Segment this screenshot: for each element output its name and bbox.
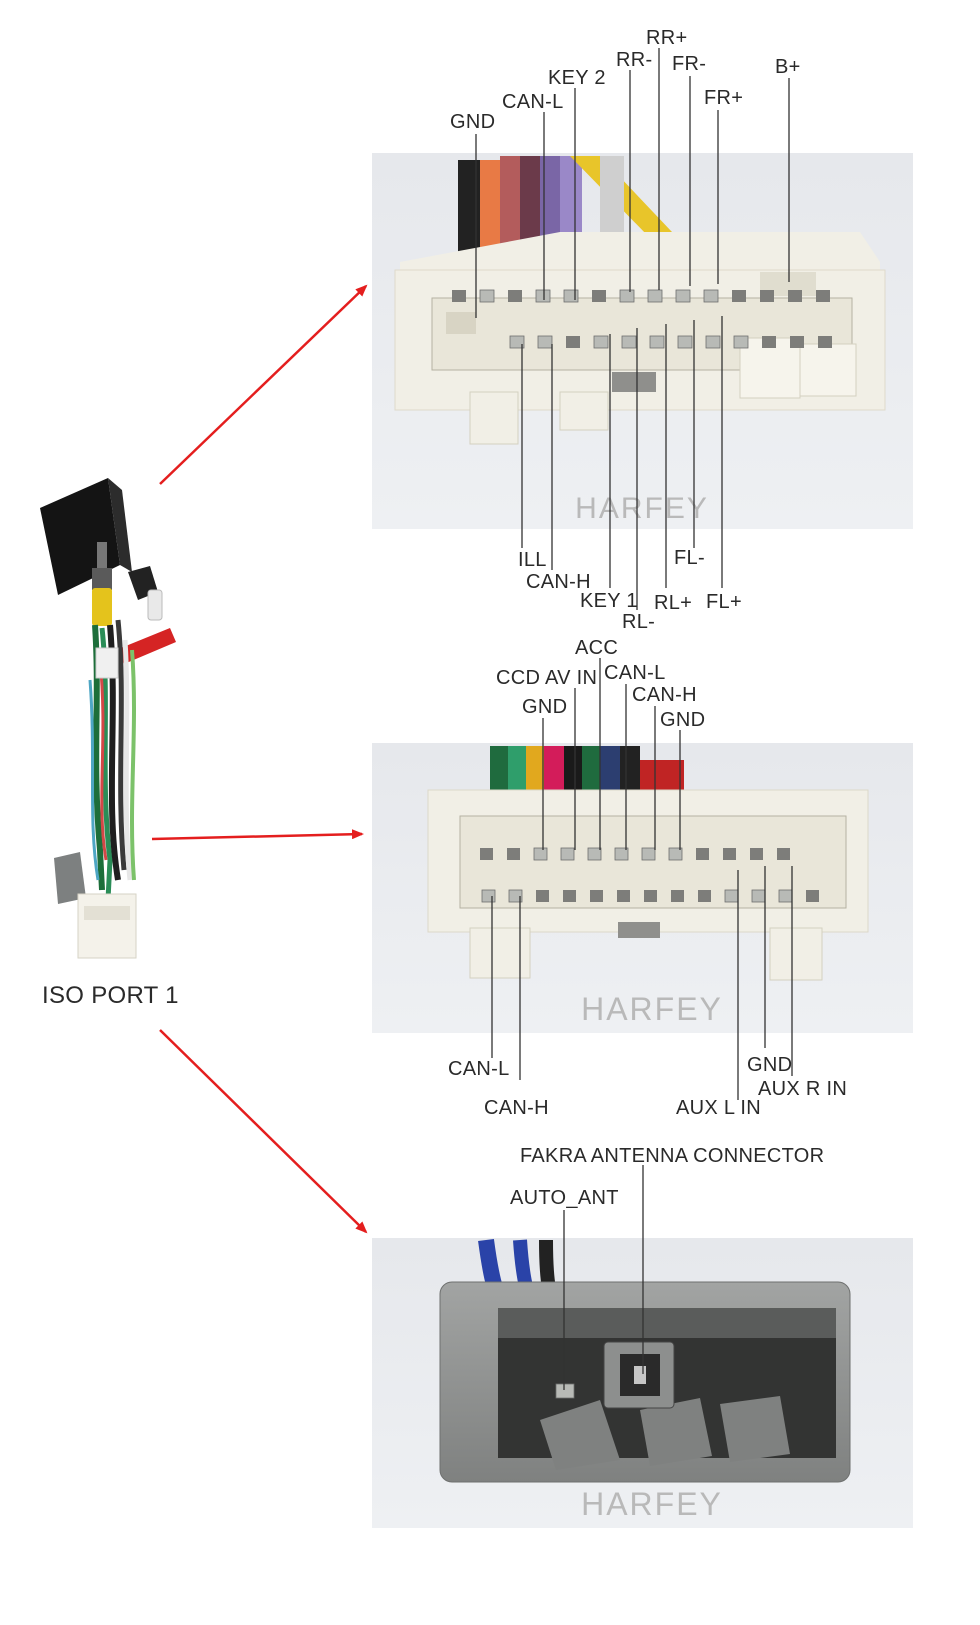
pin-contact <box>619 289 635 303</box>
label-auto-ant: AUTO_ANT <box>510 1187 619 1209</box>
empty-cavity <box>816 290 830 302</box>
empty-cavity <box>698 890 711 902</box>
pin-contact <box>479 289 495 303</box>
connector-3-labels: FAKRA ANTENNA CONNECTOR AUTO_ANT <box>510 1145 824 1390</box>
iso-port-label: ISO PORT 1 <box>42 982 179 1009</box>
pin-contact <box>649 335 665 349</box>
pin-contact <box>668 847 683 861</box>
label-can-h-3: CAN-H <box>484 1097 549 1119</box>
pin-contact <box>751 889 766 903</box>
empty-cavity <box>617 890 630 902</box>
empty-cavity <box>790 336 804 348</box>
watermark-2: HARFEY <box>581 991 723 1027</box>
empty-cavity <box>590 890 603 902</box>
empty-cavity <box>592 290 606 302</box>
pin-contact <box>705 335 721 349</box>
pin-contact <box>778 889 793 903</box>
connector-2-top-labels: GND CCD AV IN ACC CAN-L CAN-H GND <box>496 637 705 850</box>
label-aux-l-in: AUX L IN <box>676 1097 761 1119</box>
pin-contact <box>535 289 551 303</box>
pin-contact <box>537 335 553 349</box>
label-gnd-b: GND <box>660 709 705 731</box>
pin-contact <box>621 335 637 349</box>
empty-cavity <box>508 290 522 302</box>
empty-cavity <box>723 848 736 860</box>
label-b-plus: B+ <box>775 56 801 78</box>
pin-contact <box>508 889 523 903</box>
empty-cavity <box>788 290 802 302</box>
label-ill: ILL <box>518 549 547 571</box>
label-rr-plus: RR+ <box>646 27 687 49</box>
pin-contact <box>703 289 719 303</box>
pin-contact <box>509 335 525 349</box>
empty-cavity <box>806 890 819 902</box>
empty-cavity <box>732 290 746 302</box>
empty-cavity <box>566 336 580 348</box>
label-rl-plus: RL+ <box>654 592 692 614</box>
label-rl-minus: RL- <box>622 611 655 633</box>
empty-cavity <box>777 848 790 860</box>
label-fr-minus: FR- <box>672 53 706 75</box>
pin-contact <box>675 289 691 303</box>
label-ccd-av-in: CCD AV IN <box>496 667 597 689</box>
pin-contact <box>481 889 496 903</box>
empty-cavity <box>644 890 657 902</box>
label-fl-minus: FL- <box>674 547 705 569</box>
empty-cavity <box>452 290 466 302</box>
pin-contact <box>587 847 602 861</box>
pin-contact <box>560 847 575 861</box>
connector-2-bottom-labels: CAN-L CAN-H AUX L IN GND AUX R IN <box>448 866 847 1119</box>
empty-cavity <box>762 336 776 348</box>
label-can-l-3: CAN-L <box>448 1058 510 1080</box>
label-gnd: GND <box>450 111 495 133</box>
label-fakra-antenna-connector: FAKRA ANTENNA CONNECTOR <box>520 1145 824 1167</box>
arrow-to-connector-2 <box>151 829 364 841</box>
label-key-2: KEY 2 <box>548 67 606 89</box>
empty-cavity <box>696 848 709 860</box>
label-can-h-2: CAN-H <box>632 684 697 706</box>
connector-1-photo: HARFEY <box>372 153 913 529</box>
label-fr-plus: FR+ <box>704 87 743 109</box>
label-can-l: CAN-L <box>502 91 564 113</box>
label-gnd-a: GND <box>522 696 567 718</box>
pin-contact <box>533 847 548 861</box>
empty-cavity <box>536 890 549 902</box>
empty-cavity <box>480 848 493 860</box>
label-aux-r-in: AUX R IN <box>758 1078 847 1100</box>
empty-cavity <box>818 336 832 348</box>
empty-cavity <box>507 848 520 860</box>
pin-contact <box>641 847 656 861</box>
label-gnd-2: GND <box>747 1054 792 1076</box>
empty-cavity <box>750 848 763 860</box>
arrow-to-connector-1 <box>159 284 368 485</box>
pin-contact <box>647 289 663 303</box>
arrow-to-connector-3 <box>159 1029 368 1234</box>
label-can-h: CAN-H <box>526 571 591 593</box>
watermark-1: HARFEY <box>575 492 709 525</box>
pin-contact <box>724 889 739 903</box>
empty-cavity <box>671 890 684 902</box>
pin-contact <box>733 335 749 349</box>
empty-cavity <box>760 290 774 302</box>
pin-contact <box>677 335 693 349</box>
empty-cavity <box>563 890 576 902</box>
watermark-3: HARFEY <box>581 1486 723 1522</box>
pin-contact <box>614 847 629 861</box>
connector-2-photo: HARFEY <box>372 743 913 1033</box>
label-key-1: KEY 1 <box>580 590 638 612</box>
label-fl-plus: FL+ <box>706 591 742 613</box>
label-acc: ACC <box>575 637 618 659</box>
label-rr-minus: RR- <box>616 49 652 71</box>
harness-illustration: ISO PORT 1 <box>40 478 179 1009</box>
pointer-arrows <box>151 284 368 1234</box>
label-can-l-2: CAN-L <box>604 662 666 684</box>
connector-1-bottom-labels: ILL CAN-H KEY 1 RL- RL+ FL- FL+ <box>518 316 742 633</box>
connector-1-top-labels: GND CAN-L KEY 2 RR- RR+ FR- FR+ B+ <box>450 27 801 318</box>
pin-contact <box>563 289 579 303</box>
pin-contact <box>593 335 609 349</box>
